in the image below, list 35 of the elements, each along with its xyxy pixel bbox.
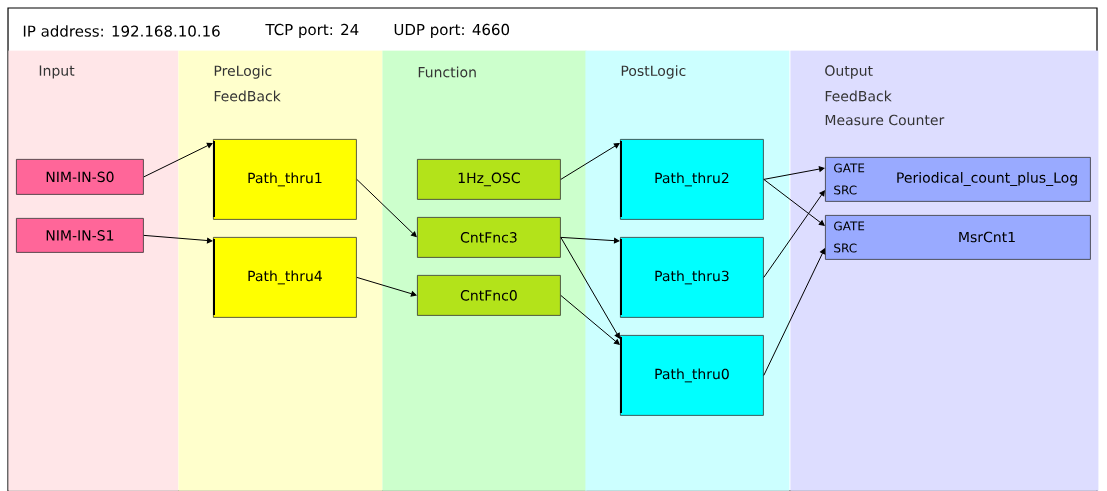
header-text: UDP port: 4660 (394, 23, 510, 39)
block-box: Path_thru0 (620, 335, 764, 416)
connector-arrow (560, 294, 620, 345)
connector-arrow (356, 276, 417, 297)
column-heading: Input (39, 65, 75, 79)
block-box: Path_thru1 (213, 139, 357, 220)
block-box: Path_thru4 (213, 237, 357, 318)
column-heading: FeedBack (825, 90, 892, 102)
connector-arrow (560, 236, 620, 244)
counter-box: GATE SRC Periodical_count_plus_Log (825, 157, 1091, 202)
connector-arrow (763, 190, 825, 278)
connector-arrow (143, 234, 213, 244)
header-text: IP address: 192.168.10.16 (23, 25, 220, 37)
connector-arrow (763, 178, 825, 226)
block-box: Path_thru3 (620, 237, 764, 318)
block-box: CntFnc3 (417, 217, 561, 258)
connector-arrow (763, 166, 825, 180)
header-text: TCP port: 24 (265, 23, 359, 39)
column-heading: Measure Counter (825, 114, 945, 126)
connector-arrow (560, 143, 620, 180)
connector-arrow (356, 178, 417, 238)
connector-arrow (560, 236, 620, 339)
block-box: NIM-IN-S0 (16, 159, 144, 195)
column-heading: PostLogic (621, 65, 686, 79)
column-heading: FeedBack (214, 90, 281, 102)
block-box: 1Hz_OSC (417, 159, 561, 200)
column-heading: PreLogic (214, 65, 272, 79)
connector-arrow (143, 142, 213, 178)
block-box: Path_thru2 (620, 139, 764, 220)
counter-box: GATE SRC MsrCnt1 (825, 215, 1091, 260)
block-box: NIM-IN-S1 (16, 218, 144, 253)
connector-arrow (763, 248, 826, 376)
column-heading: Function (418, 66, 476, 78)
column-heading: Output (825, 65, 873, 79)
block-box: CntFnc0 (417, 275, 561, 316)
